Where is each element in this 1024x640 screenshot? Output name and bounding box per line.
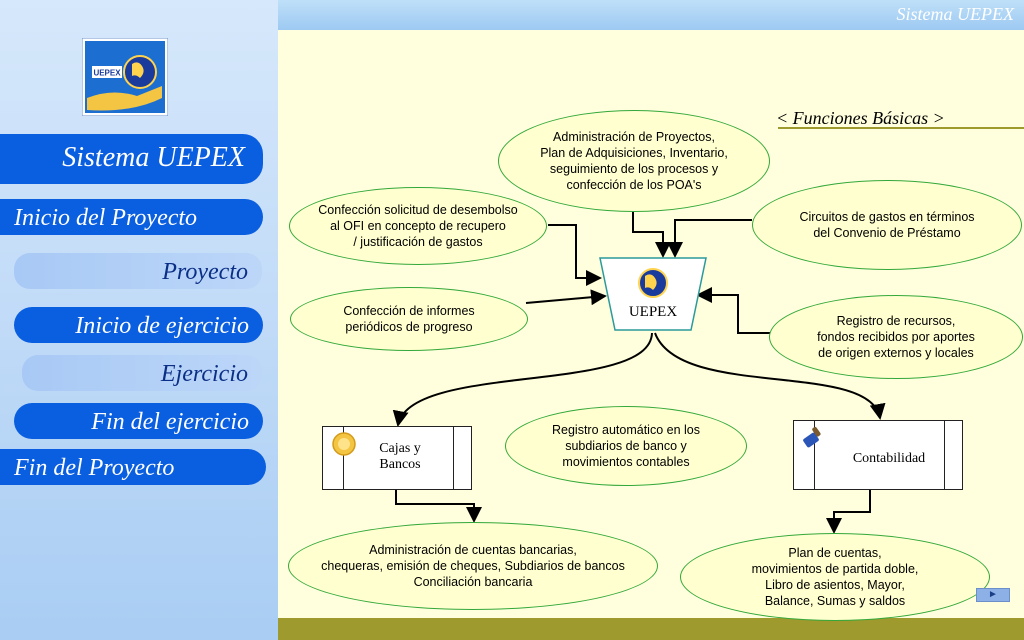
uepex-label: UEPEX [628,304,678,320]
uepex-logo: UEPEX [82,38,168,116]
module-contabilidad[interactable]: Contabilidad [793,420,963,490]
app-title: Sistema UEPEX [896,4,1014,24]
node-confeccion-ofi: Confección solicitud de desembolso al OF… [289,187,547,265]
sidebar: UEPEX Sistema UEPEX Inicio del Proyecto … [0,0,278,640]
node-circuitos-gastos: Circuitos de gastos en términos del Conv… [752,180,1022,270]
node-plan-cuentas: Plan de cuentas, movimientos de partida … [680,533,990,621]
arrow-admin-to-uepex [632,212,671,258]
next-slide-button[interactable]: ► [976,588,1010,602]
stamp-icon [803,426,821,448]
nav-inicio-de-ejercicio[interactable]: Inicio de ejercicio [14,307,263,343]
arrow-uepex-to-contabilidad [654,332,886,420]
nav-label: Inicio de ejercicio [75,313,249,339]
nav-label: Sistema UEPEX [62,142,245,173]
nav-ejercicio[interactable]: Ejercicio [22,355,262,391]
arrow-circuitos-to-uepex [667,219,752,258]
node-admin-proyectos: Administración de Proyectos, Plan de Adq… [498,110,770,212]
node-admin-bancarias: Administración de cuentas bancarias, che… [288,522,658,610]
section-title: < Funciones Básicas > [776,108,945,128]
nav-sistema-uepex[interactable]: Sistema UEPEX [0,134,263,184]
arrow-registro-to-uepex [696,287,770,334]
module-cajas-bancos[interactable]: Cajas y Bancos [322,426,472,490]
arrow-uepex-to-cajas [392,332,653,427]
nav-inicio-del-proyecto[interactable]: Inicio del Proyecto [0,199,263,235]
nav-fin-del-ejercicio[interactable]: Fin del ejercicio [14,403,263,439]
module-label: Contabilidad [852,451,926,466]
coin-icon [332,432,356,456]
node-registro-recursos: Registro de recursos, fondos recibidos p… [769,295,1023,379]
bottom-bar [278,618,1024,640]
arrow-ofi-to-uepex [548,224,602,286]
title-underline [778,127,1024,129]
nav-label: Fin del ejercicio [91,409,249,435]
module-label: Cajas y Bancos [379,441,421,472]
nav-label: Inicio del Proyecto [14,205,198,231]
logo-text: UEPEX [93,69,121,78]
nav-label: Fin del Proyecto [14,455,175,481]
arrow-contabilidad-to-plan [826,490,871,534]
nav-proyecto[interactable]: Proyecto [14,253,262,289]
arrow-cajas-to-admin-bancarias [395,490,482,523]
top-bar: Sistema UEPEX [278,0,1024,30]
arrow-informes-to-uepex [525,289,607,306]
node-informes: Confección de informes periódicos de pro… [290,287,528,351]
nav-label: Proyecto [162,259,248,285]
nav-label: Ejercicio [160,361,248,387]
nav-fin-del-proyecto[interactable]: Fin del Proyecto [0,449,266,485]
node-registro-automatico: Registro automático en los subdiarios de… [505,406,747,486]
